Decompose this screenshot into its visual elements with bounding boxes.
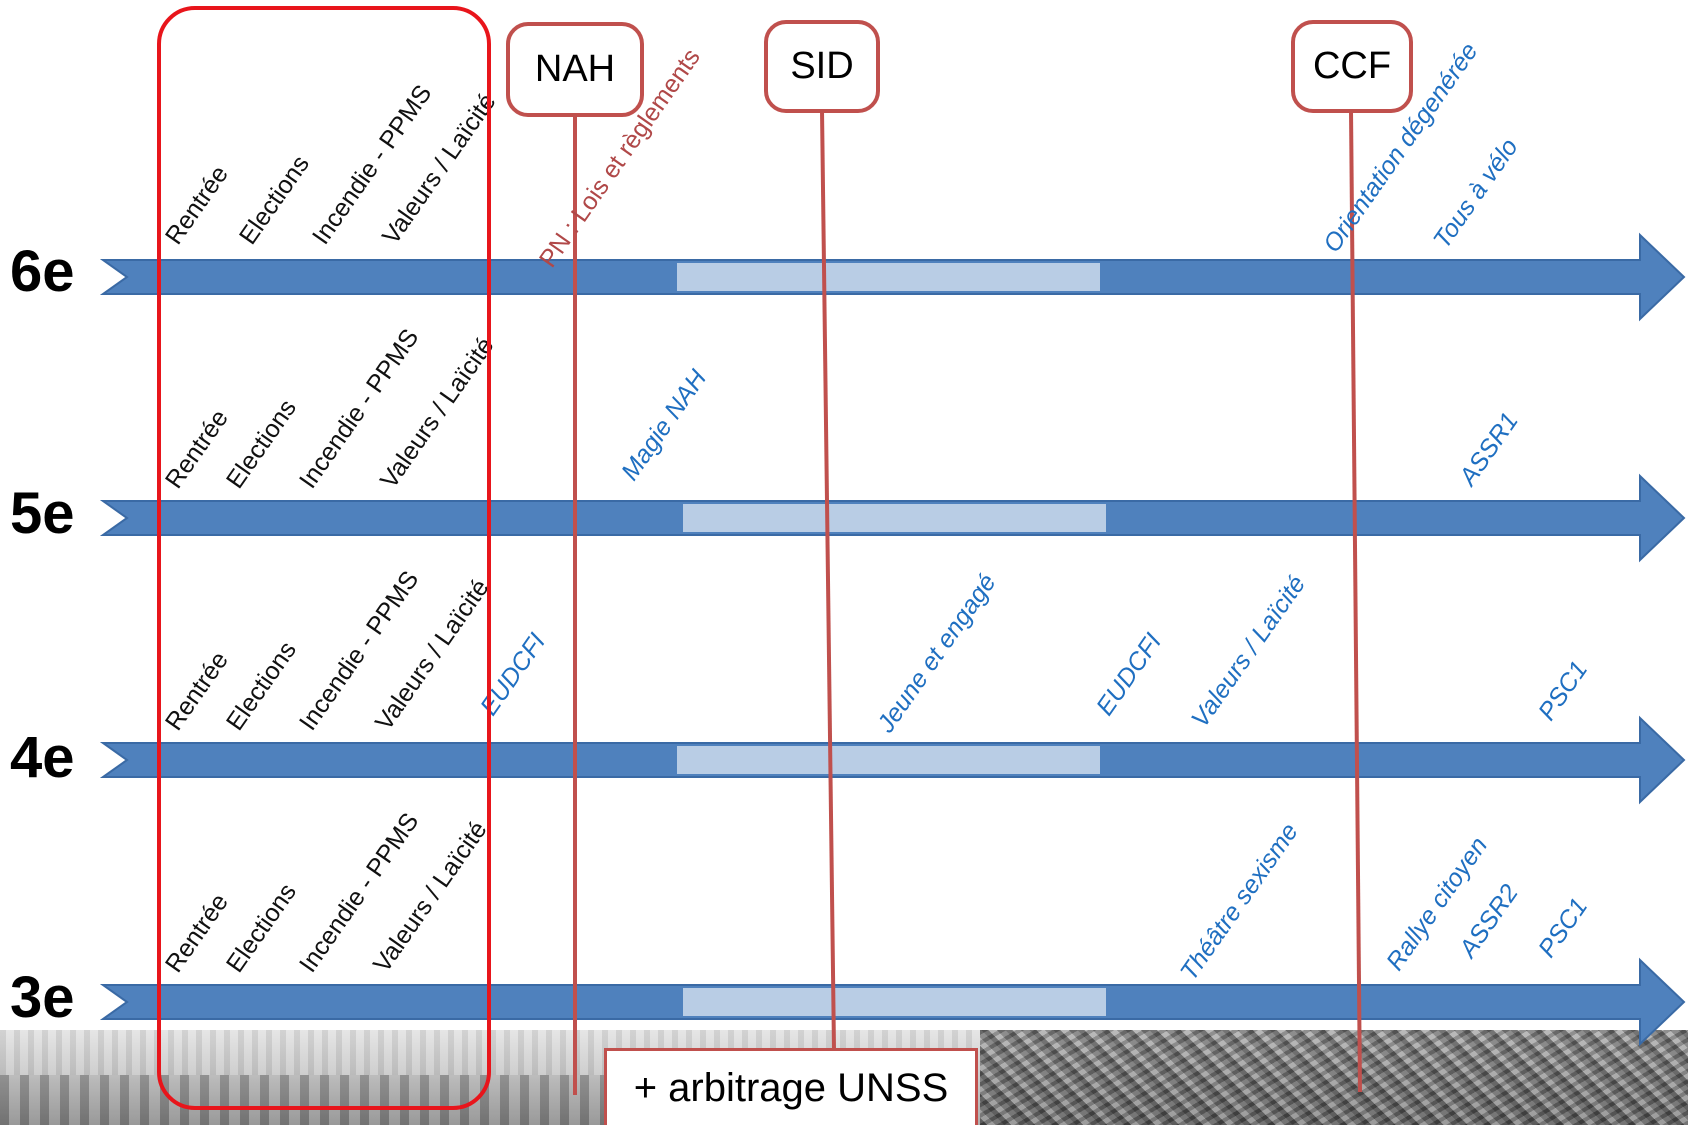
pole-tag-nah: NAH <box>506 22 644 117</box>
highlight-box-common-events <box>157 6 491 1110</box>
pole-line-ccf <box>1349 109 1362 1093</box>
grade-label-3e: 3e <box>10 965 75 1030</box>
timeline-highlight-3e <box>683 988 1106 1016</box>
footer-label-arbitrage-unss: + arbitrage UNSS <box>604 1048 978 1125</box>
pole-line-sid <box>820 109 836 1051</box>
ground-texture-left <box>0 1075 620 1125</box>
ground-texture-right <box>980 1030 1688 1125</box>
timeline-highlight-5e <box>683 504 1106 532</box>
grade-label-4e: 4e <box>10 725 75 790</box>
grade-label-6e: 6e <box>10 239 75 304</box>
pole-tag-sid: SID <box>764 20 880 113</box>
timeline-highlight-4e <box>677 746 1100 774</box>
grade-label-5e: 5e <box>10 481 75 546</box>
pole-tag-ccf: CCF <box>1291 20 1413 113</box>
timeline-highlight-6e <box>677 263 1100 291</box>
